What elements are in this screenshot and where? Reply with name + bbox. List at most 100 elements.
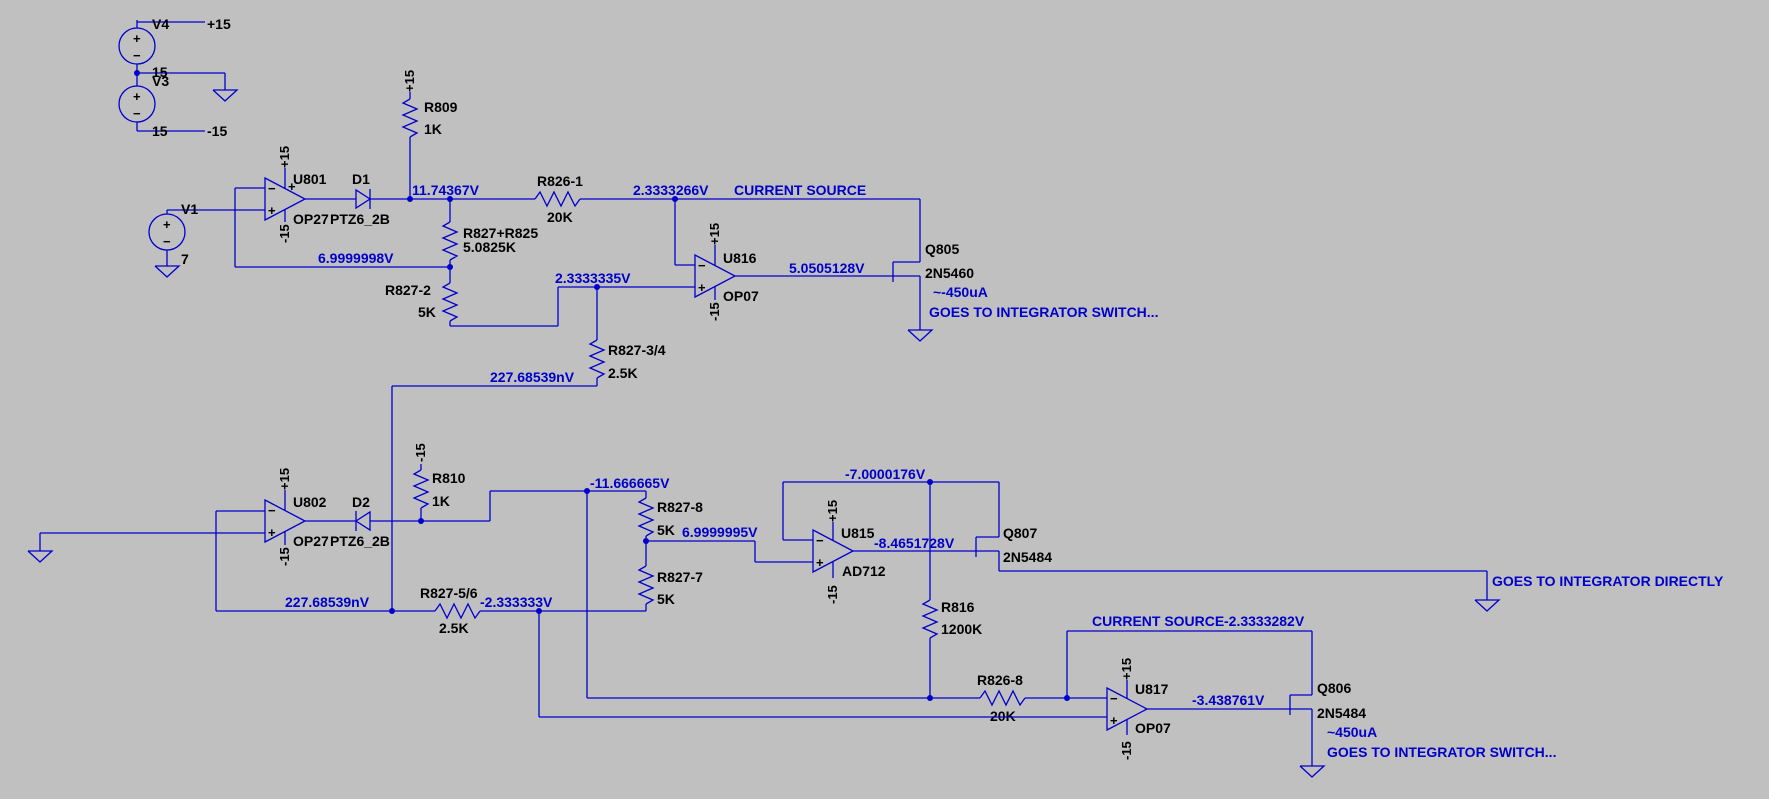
q806-model: 2N5484 (1317, 705, 1366, 721)
r810-supply: -15 (413, 443, 428, 462)
u817-model: OP07 (1135, 720, 1171, 736)
v4-label: V4 (152, 16, 169, 32)
net-label: 227.68539nV (490, 369, 575, 385)
note-goes-1: GOES TO INTEGRATOR SWITCH... (929, 304, 1158, 320)
r827-56-label: R827-5/6 (420, 585, 478, 601)
u801-vneg: -15 (277, 224, 292, 243)
svg-text:+: + (698, 280, 706, 295)
opamp-u802: − + (264, 490, 307, 545)
u815-model: AD712 (842, 563, 886, 579)
q807-model: 2N5484 (1003, 549, 1052, 565)
q805-label: Q805 (925, 241, 959, 257)
u802-model: OP27 (293, 533, 329, 549)
v1-value: 7 (181, 251, 189, 267)
q805-model: 2N5460 (925, 265, 974, 281)
r826-1-label: R826-1 (537, 173, 583, 189)
voltage-source-v4: + − (118, 20, 205, 86)
net-label: 2.3333335V (555, 270, 631, 286)
r810-value: 1K (432, 493, 450, 509)
opamp-u801: − + + (264, 168, 307, 222)
r827-8-value: 5K (657, 522, 675, 538)
v4-value: 15 (152, 64, 168, 80)
svg-text:+: + (163, 217, 171, 232)
svg-text:−: − (133, 48, 141, 63)
jfet-q805 (892, 199, 934, 342)
svg-text:−: − (1110, 691, 1118, 706)
u817-label: U817 (1135, 681, 1169, 697)
u817-vneg: -15 (1119, 741, 1134, 760)
v1-label: V1 (181, 201, 198, 217)
net-label: 6.9999998V (318, 250, 394, 266)
r826-1-value: 20K (547, 209, 573, 225)
note-ua-1: ~-450uA (933, 284, 988, 300)
note-goes-2: GOES TO INTEGRATOR SWITCH... (1327, 744, 1556, 760)
net-label: -2.333333V (480, 594, 553, 610)
svg-text:−: − (268, 181, 276, 196)
u801-label: U801 (293, 171, 327, 187)
r826-8-label: R826-8 (977, 672, 1023, 688)
r816-value: 1200K (941, 621, 982, 637)
d2-model: PTZ6_2B (330, 533, 390, 549)
r827-34-label: R827-3/4 (608, 342, 666, 358)
r827-8-label: R827-8 (657, 499, 703, 515)
svg-text:+: + (133, 31, 141, 46)
svg-text:−: − (268, 503, 276, 518)
r826-8-value: 20K (990, 708, 1016, 724)
d1-model: PTZ6_2B (330, 211, 390, 227)
u816-model: OP07 (723, 288, 759, 304)
u815-label: U815 (841, 525, 875, 541)
v3-value: 15 (152, 123, 168, 139)
u815-vneg: -15 (825, 585, 840, 604)
r827-7-label: R827-7 (657, 569, 703, 585)
diode-d1 (355, 188, 372, 210)
svg-text:+: + (816, 555, 824, 570)
r827-7-value: 5K (657, 591, 675, 607)
r809-label: R809 (424, 99, 458, 115)
r827-2-value: 5K (418, 304, 436, 320)
opamp-u816: − + (694, 245, 737, 300)
note-current-source-1: CURRENT SOURCE (734, 182, 866, 198)
net-label: -3.438761V (1192, 692, 1265, 708)
svg-text:+: + (288, 179, 296, 194)
r809-value: 1K (424, 121, 442, 137)
svg-text:−: − (816, 533, 824, 548)
u816-vneg: -15 (707, 302, 722, 321)
opamp-u817: − + (1106, 680, 1149, 735)
q807-label: Q807 (1003, 525, 1037, 541)
v3-label: V3 (152, 73, 169, 89)
diode-d2 (354, 510, 371, 532)
opamp-u815: − + (812, 522, 855, 578)
u801-vpos: +15 (277, 146, 292, 168)
r827-r825-value: 5.0825K (463, 239, 516, 255)
r816-label: R816 (941, 599, 975, 615)
svg-text:+: + (268, 525, 276, 540)
v3-minus-label: -15 (207, 123, 227, 139)
net-label: -7.0000176V (845, 466, 926, 482)
d2-label: D2 (352, 494, 370, 510)
u802-label: U802 (293, 494, 327, 510)
svg-text:−: − (133, 106, 141, 121)
note-ua-2: ~450uA (1327, 724, 1377, 740)
q806-label: Q806 (1317, 680, 1351, 696)
u802-vpos: +15 (277, 468, 292, 490)
r827-2-label: R827-2 (385, 282, 431, 298)
jfet-q807 (975, 522, 1000, 571)
u816-label: U816 (723, 250, 757, 266)
u801-model: OP27 (293, 211, 329, 227)
u817-vpos: +15 (1119, 658, 1134, 680)
r827-34-value: 2.5K (608, 365, 638, 381)
note-goes-direct: GOES TO INTEGRATOR DIRECTLY (1492, 573, 1724, 589)
net-label: -11.666665V (590, 475, 670, 491)
net-label: 2.3333266V (633, 182, 709, 198)
voltage-source-v1: + − (148, 209, 235, 278)
net-label: -8.4651728V (874, 535, 955, 551)
u816-vpos: +15 (707, 223, 722, 245)
svg-text:−: − (163, 234, 171, 249)
net-label: 5.0505128V (789, 260, 865, 276)
net-label: 6.9999995V (682, 524, 758, 540)
r827-r825-label: R827+R825 (463, 225, 538, 241)
voltage-source-v3: + − (118, 85, 205, 132)
net-label: 11.74367V (412, 182, 480, 198)
ground-symbol (212, 89, 239, 102)
